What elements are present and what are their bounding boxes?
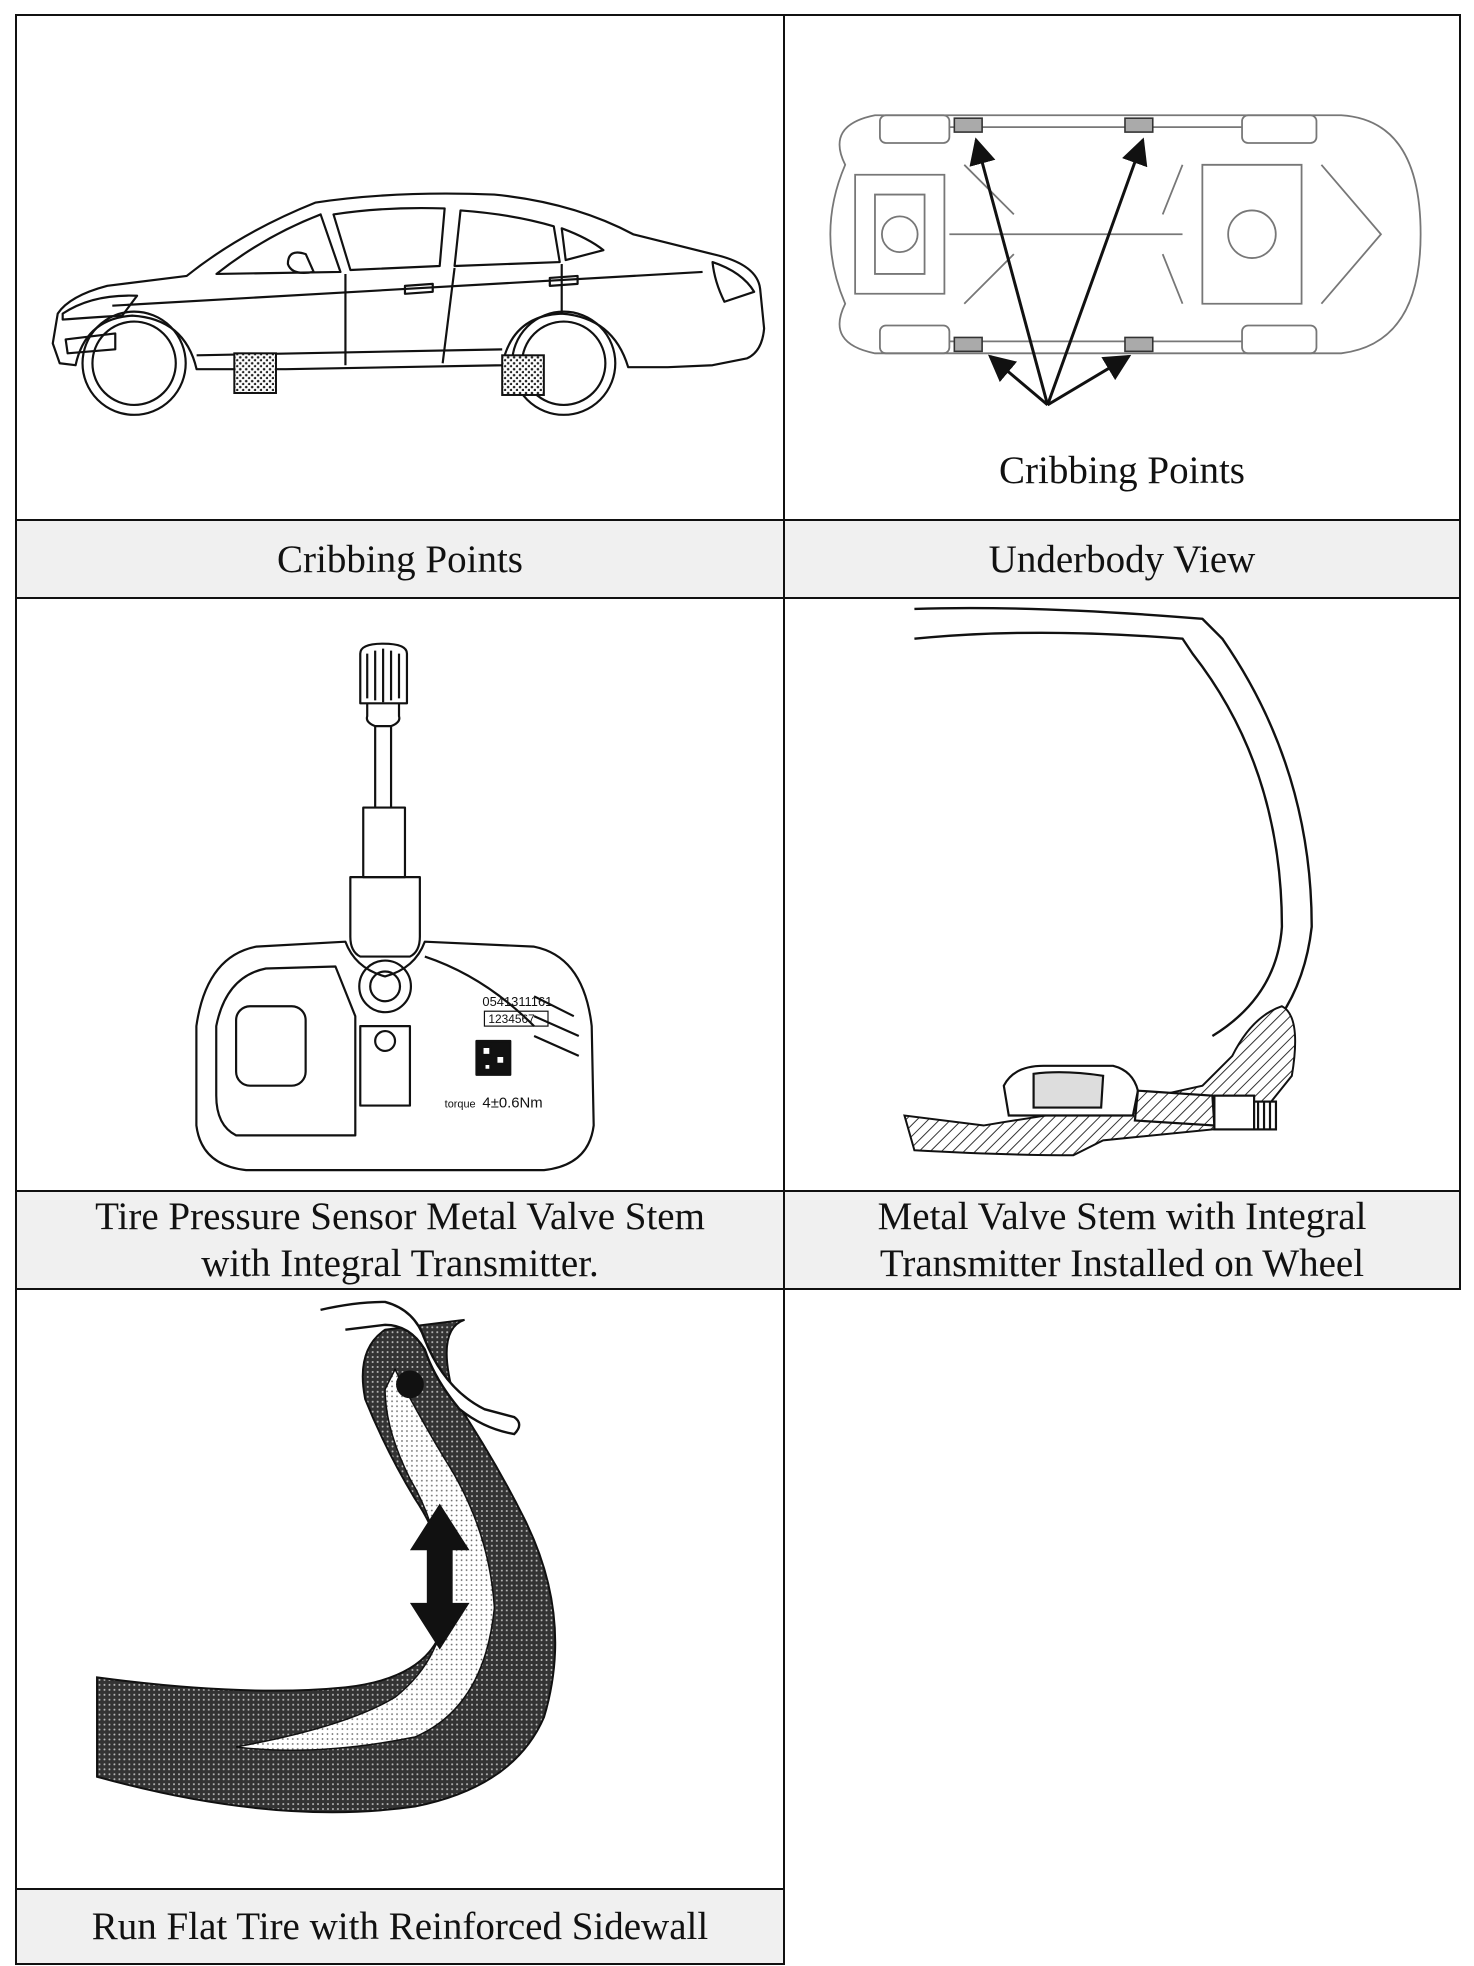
cribbing-point-rear-right	[1124, 336, 1154, 353]
caption-tpms-sensor: Tire Pressure Sensor Metal Valve Stem wi…	[15, 1190, 785, 1290]
tpms-sensor-figure: 0541311161 1234567 torque 4±0.6Nm	[15, 597, 785, 1192]
reference-table: Cribbing Points Cribbing Points Underbod…	[15, 14, 1461, 1965]
underbody-illustration	[829, 114, 1422, 407]
valve-on-wheel-figure	[783, 597, 1461, 1192]
cribbing-point-front-left	[953, 117, 983, 133]
cribbing-point-rear-left	[1124, 117, 1154, 133]
flex-arrow-icon	[409, 1503, 470, 1650]
caption-underbody-view: Underbody View	[783, 519, 1461, 599]
tpms-sensor-illustration: 0541311161 1234567 torque 4±0.6Nm	[195, 642, 595, 1172]
valve-on-wheel-illustration	[903, 606, 1313, 1157]
cribbing-points-label: Cribbing Points	[999, 449, 1245, 492]
sensor-torque-value: 4±0.6Nm	[482, 1096, 542, 1112]
caption-valve-on-wheel: Metal Valve Stem with Integral Transmitt…	[783, 1190, 1461, 1290]
empty-cell	[783, 1288, 1461, 1890]
car-side-figure	[15, 14, 785, 521]
cribbing-point-front-right	[953, 336, 983, 353]
sensor-torque-word: torque	[445, 1099, 476, 1111]
underbody-figure: Cribbing Points	[783, 14, 1461, 521]
caption-cribbing-points: Cribbing Points	[15, 519, 785, 599]
cribbing-block-rear	[501, 354, 545, 396]
sensor-code-1: 0541311161	[482, 994, 552, 1009]
run-flat-tire-illustration	[96, 1300, 557, 1814]
run-flat-tire-figure	[15, 1288, 785, 1890]
caption-run-flat-tire: Run Flat Tire with Reinforced Sidewall	[15, 1888, 785, 1965]
empty-cell-caption	[783, 1888, 1461, 1965]
car-side-illustration	[51, 192, 766, 416]
sensor-code-2: 1234567	[488, 1012, 535, 1026]
cribbing-block-front	[233, 352, 277, 394]
